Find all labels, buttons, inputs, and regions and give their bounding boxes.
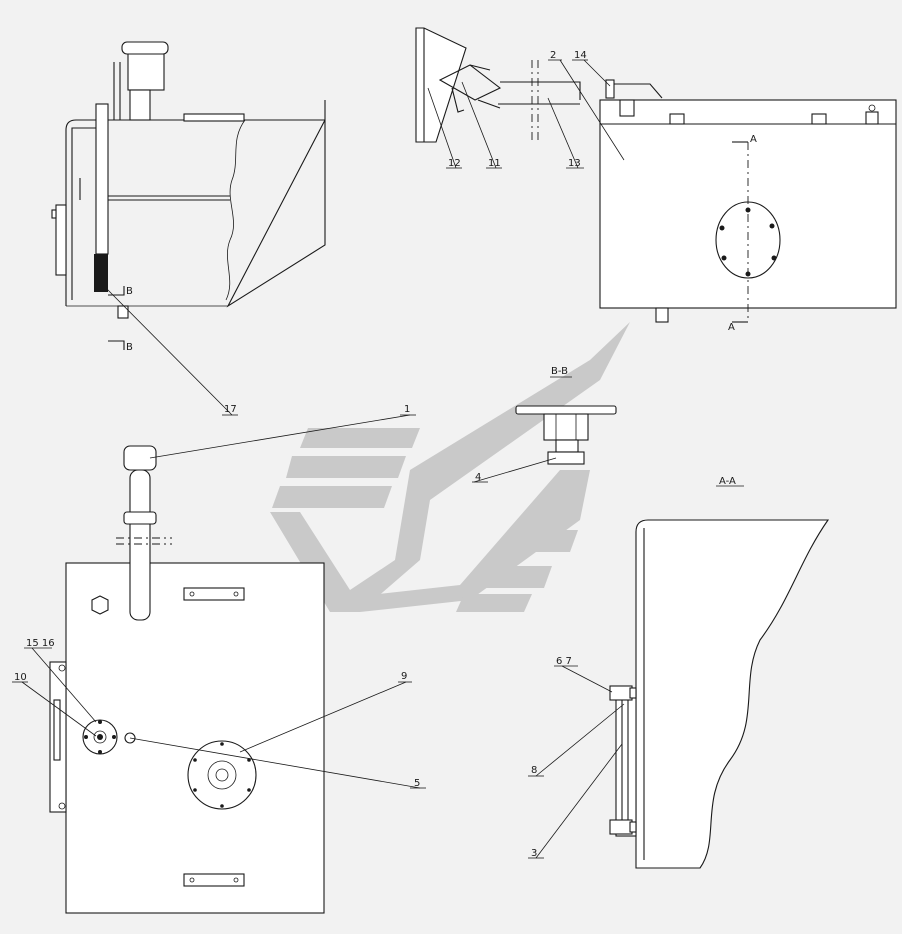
section-bb-view: B-B 4	[472, 366, 617, 483]
callout-5: 5	[414, 778, 420, 789]
top-view: 1 5 9 10 15 16	[12, 404, 426, 914]
section-bb-title: B-B	[551, 366, 568, 377]
callout-15-16: 15 16	[26, 638, 55, 649]
callout-8: 8	[531, 765, 537, 776]
cut-marker-a-bottom: A	[728, 322, 735, 333]
callout-11: 11	[488, 158, 501, 169]
callout-14: 14	[574, 50, 587, 61]
callout-2: 2	[550, 50, 556, 61]
callout-17: 17	[224, 404, 237, 415]
section-aa-view: A-A 6 7 8 3	[528, 476, 830, 869]
cut-marker-b-bottom: B	[126, 342, 133, 353]
callout-10: 10	[14, 672, 27, 683]
watermark-logo	[270, 322, 630, 612]
front-view: A A 12 11 13 2 14	[415, 27, 897, 333]
callout-1: 1	[404, 404, 410, 415]
side-view: B B 17	[51, 41, 326, 416]
section-aa-title: A-A	[719, 476, 736, 487]
callout-13: 13	[568, 158, 581, 169]
callout-4: 4	[475, 472, 481, 483]
cut-marker-a-top: A	[750, 134, 757, 145]
callout-3: 3	[531, 848, 537, 859]
callout-6-7: 6 7	[556, 656, 572, 667]
callout-9: 9	[401, 671, 407, 682]
callout-12: 12	[448, 158, 461, 169]
cut-marker-b-top: B	[126, 286, 133, 297]
